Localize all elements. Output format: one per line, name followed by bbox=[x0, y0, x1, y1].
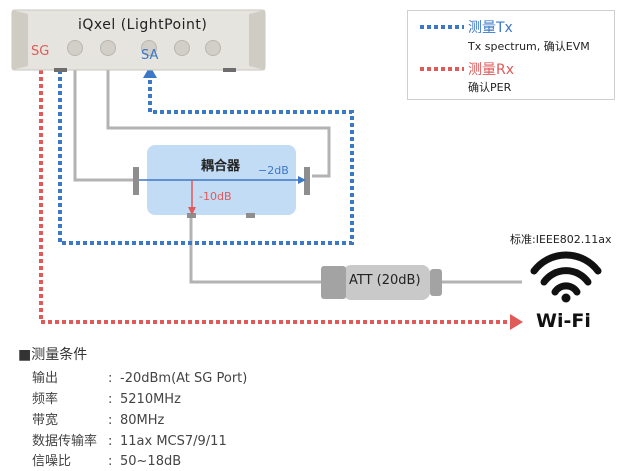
legend-tx-title: 测量Tx bbox=[468, 20, 513, 36]
wifi-logo-text: Wi-Fi bbox=[536, 310, 591, 332]
rx-path bbox=[39, 70, 510, 324]
legend-rx-title: 测量Rx bbox=[468, 62, 515, 78]
condition-row-bandwidth: 带宽:80MHz bbox=[32, 413, 165, 428]
legend-rx-desc: 确认PER bbox=[468, 81, 512, 94]
att-cap-right bbox=[430, 269, 442, 296]
coupler-coupled-loss: -10dB bbox=[199, 190, 232, 203]
dut-standard: 标准:IEEE802.11ax bbox=[510, 233, 612, 246]
coupler-through-loss: −2dB bbox=[258, 164, 289, 177]
legend-tx-desc: Tx spectrum, 确认EVM bbox=[468, 40, 590, 53]
coupler-port-bottom-1 bbox=[187, 213, 196, 218]
iqxel-foot-left bbox=[54, 68, 67, 72]
condition-label: 带宽 bbox=[32, 413, 59, 428]
condition-row-snr: 信噪比:50~18dB bbox=[32, 454, 182, 469]
condition-value: 5210MHz bbox=[120, 392, 181, 407]
condition-row-datarate: 数据传输率:11ax MCS7/9/11 bbox=[32, 434, 227, 449]
coupler-port-left bbox=[133, 167, 139, 195]
condition-label: 输出 bbox=[32, 371, 59, 386]
condition-row-frequency: 频率:5210MHz bbox=[32, 392, 181, 407]
rx-arrowhead bbox=[510, 314, 523, 330]
iqxel-foot-right bbox=[223, 68, 236, 72]
att-cap-left bbox=[321, 266, 346, 299]
condition-label: 数据传输率 bbox=[32, 434, 98, 449]
attenuator-label: ATT (20dB) bbox=[349, 273, 421, 288]
port-sg-label: SG bbox=[31, 44, 50, 59]
coupler-port-bottom-2 bbox=[246, 213, 255, 218]
condition-value: 11ax MCS7/9/11 bbox=[120, 434, 227, 449]
legend-rx-swatch bbox=[420, 67, 464, 71]
coupler-coupled-arrowhead bbox=[188, 207, 196, 215]
rf-cables bbox=[73, 52, 522, 284]
condition-value: -20dBm(At SG Port) bbox=[120, 371, 248, 386]
tx-arrowhead bbox=[143, 66, 157, 78]
iqxel-box-shade-left bbox=[12, 10, 28, 70]
condition-value: 80MHz bbox=[120, 413, 165, 428]
coupler-through-arrowhead bbox=[298, 176, 306, 184]
legend-box: 测量Tx Tx spectrum, 确认EVM 测量Rx 确认PER bbox=[407, 10, 615, 100]
condition-label: 频率 bbox=[32, 392, 59, 407]
att-body-right bbox=[368, 265, 430, 300]
condition-value: 50~18dB bbox=[120, 454, 182, 469]
iqxel-label: iQxel (LightPoint) bbox=[78, 17, 208, 33]
port-sa-label: SA bbox=[141, 48, 159, 63]
condition-row-output: 输出:-20dBm(At SG Port) bbox=[32, 371, 248, 386]
iqxel-ports bbox=[67, 40, 221, 56]
wifi-logo bbox=[530, 251, 602, 303]
condition-label: 信噪比 bbox=[32, 454, 72, 469]
coupler-label: 耦合器 bbox=[201, 159, 241, 174]
legend-tx-swatch bbox=[420, 25, 464, 29]
coupler-port-right bbox=[304, 167, 310, 195]
conditions-title: ■测量条件 bbox=[18, 347, 88, 363]
iqxel-box-shade-right bbox=[249, 10, 265, 70]
